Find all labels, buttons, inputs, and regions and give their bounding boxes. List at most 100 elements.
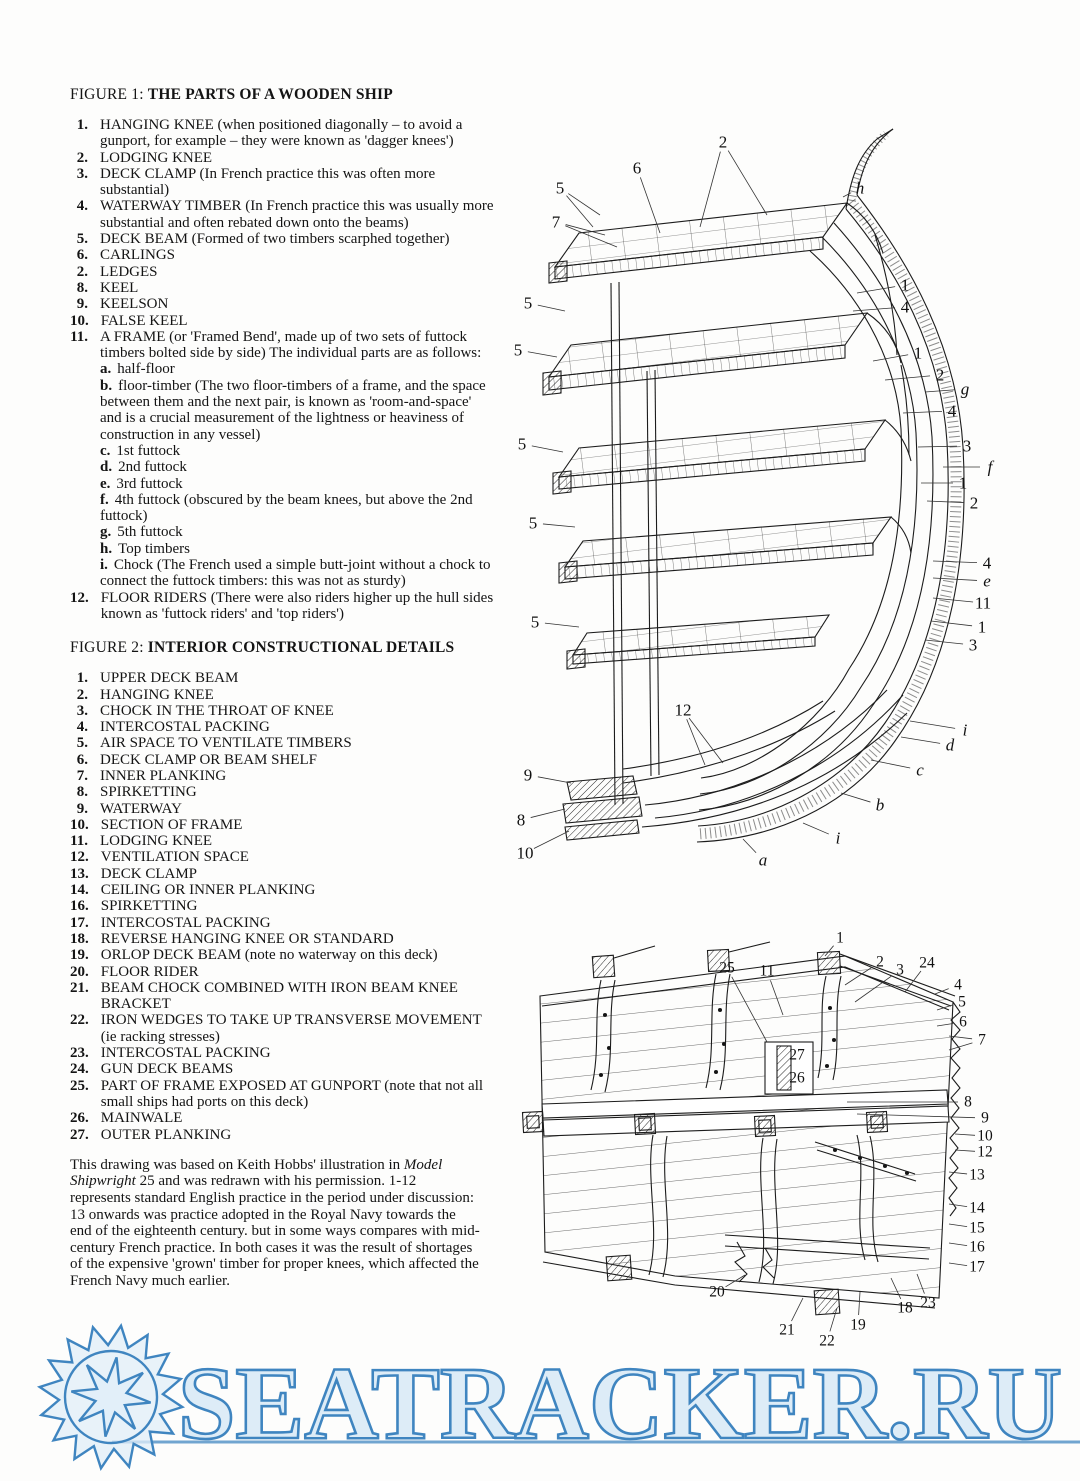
item-number: 14. (70, 882, 89, 899)
pillars (610, 281, 660, 806)
callout-label: 2 (876, 954, 884, 971)
callout-label: 1 (978, 618, 987, 637)
callout-label: 3 (969, 636, 978, 655)
callout-label: 18 (897, 1300, 913, 1317)
item-body: PART OF FRAME EXPOSED AT GUNPORT (note t… (100, 1077, 484, 1110)
callout-label: 17 (969, 1259, 985, 1276)
callout-label: 5 (556, 179, 565, 198)
item-number: 8. (76, 279, 88, 296)
item-number: 1. (76, 670, 88, 687)
item-text: REVERSE HANGING KNEE OR STANDARD (101, 931, 494, 947)
item-body: IRON WEDGES TO TAKE UP TRANSVERSE MOVEME… (100, 1012, 482, 1045)
item-number: 12. (70, 849, 89, 866)
item-number: 16. (70, 898, 89, 915)
figure1-list-item: 10. FALSE KEEL (70, 313, 494, 329)
figure2-list-item: 10. SECTION OF FRAME (70, 817, 494, 833)
figure2-list-item: 20. FLOOR RIDER (70, 964, 494, 980)
item-body: UPPER DECK BEAM (100, 670, 239, 687)
item-body: 5th futtock (117, 524, 183, 541)
callout-label: 21 (779, 1322, 795, 1339)
item-number: 4. (76, 719, 88, 736)
item-subletter: e. (100, 475, 111, 492)
item-subletter: b. (100, 377, 113, 394)
callout-label: 5 (531, 613, 540, 632)
figure1-list-item: 2. LODGING KNEE (70, 150, 494, 166)
item-text: e.3rd futtock (100, 476, 494, 492)
figure2-list-item: 27. OUTER PLANKING (70, 1127, 494, 1143)
item-number: 4. (76, 198, 88, 215)
item-number: 2. (76, 149, 88, 166)
item-text: CHOCK IN THE THROAT OF KNEE (100, 703, 494, 719)
callout-label: 19 (850, 1317, 866, 1334)
figure1-heading-title: THE PARTS OF A WOODEN SHIP (147, 86, 393, 103)
item-body: LODGING KNEE (100, 149, 213, 166)
callout-label: 1 (959, 474, 968, 493)
item-number: 20. (70, 963, 89, 980)
figure2-list-item: 1. UPPER DECK BEAM (70, 670, 494, 686)
item-number: 21. (70, 979, 89, 996)
item-text: ORLOP DECK BEAM (note no waterway on thi… (101, 947, 494, 963)
callout-label: 1 (914, 344, 923, 363)
callout-label: f (988, 458, 995, 477)
item-text: DECK CLAMP (In French practice this was … (100, 166, 494, 199)
figure2-list-item: 8. SPIRKETTING (70, 784, 494, 800)
torn-planks (734, 1241, 775, 1283)
callout-label: 9 (981, 1110, 989, 1127)
callout-label: 2 (970, 494, 979, 513)
item-text: INNER PLANKING (100, 768, 494, 784)
item-text: OUTER PLANKING (101, 1127, 494, 1143)
item-body: CHOCK IN THE THROAT OF KNEE (100, 702, 334, 719)
item-number: 10. (70, 312, 89, 329)
item-text: FLOOR RIDERS (There were also riders hig… (101, 590, 494, 623)
item-number: 25. (70, 1077, 89, 1094)
item-number: 1. (76, 117, 88, 133)
item-text: i.Chock (The French used a simple butt-j… (100, 557, 494, 590)
item-body: WATERWAY TIMBER (In French practice this… (100, 198, 494, 231)
item-text: KEELSON (100, 296, 494, 312)
callout-label: 26 (789, 1070, 805, 1087)
figure2-list-item: 14. CEILING OR INNER PLANKING (70, 882, 494, 898)
item-number: 23. (70, 1045, 89, 1062)
figure2-list-item: 9. WATERWAY (70, 801, 494, 817)
callout-label: 23 (920, 1295, 936, 1312)
callout-label: 3 (896, 962, 904, 979)
callout-label: b (876, 796, 885, 815)
item-text: SPIRKETTING (100, 784, 494, 800)
figure1-list-item: 3. DECK CLAMP (In French practice this w… (70, 166, 494, 199)
callout-label: 27 (789, 1047, 805, 1064)
item-body: DECK CLAMP (100, 865, 198, 882)
item-text: c.1st futtock (100, 443, 494, 459)
callout-label: 8 (517, 811, 526, 830)
figure2-parts-list: 1. UPPER DECK BEAM 2. HANGING KNEE 3. CH… (70, 670, 494, 1143)
item-subletter: f. (100, 491, 109, 508)
item-number (70, 524, 100, 540)
item-body: HANGING KNEE (when positioned diagonally… (100, 117, 463, 150)
item-body: DECK CLAMP OR BEAM SHELF (100, 751, 317, 768)
iron-knee-bracket (814, 1141, 917, 1182)
item-body: GUN DECK BEAMS (100, 1061, 234, 1078)
hull-frames (696, 194, 965, 843)
beam-knees (846, 202, 912, 554)
lower-riders (648, 1134, 931, 1285)
item-text: a.half-floor (100, 361, 494, 377)
item-body: OUTER PLANKING (100, 1126, 232, 1143)
callout-label: g (961, 380, 970, 399)
item-number: 9. (76, 296, 88, 313)
callout-label: i (963, 721, 968, 740)
item-number: 11. (70, 833, 88, 850)
item-number: 26. (70, 1110, 89, 1127)
callout-label: 6 (959, 1014, 967, 1031)
figure2-list-item: 23. INTERCOSTAL PACKING (70, 1045, 494, 1061)
callout-label: 5 (518, 435, 527, 454)
item-text: d.2nd futtock (100, 459, 494, 475)
item-number (70, 361, 100, 377)
item-body: 1st futtock (116, 442, 181, 459)
callout-label: 5 (958, 994, 966, 1011)
deck-1 (548, 202, 849, 284)
callout-label: 9 (524, 766, 533, 785)
figure1-list-item: 11. A FRAME (or 'Framed Bend', made up o… (70, 329, 494, 362)
figure1-list-item: 1. HANGING KNEE (when positioned diagona… (70, 117, 494, 150)
callout-label: 11 (760, 963, 775, 980)
callout-label: 24 (919, 955, 935, 972)
item-body: floor-timber (The two floor-timbers of a… (100, 377, 486, 443)
